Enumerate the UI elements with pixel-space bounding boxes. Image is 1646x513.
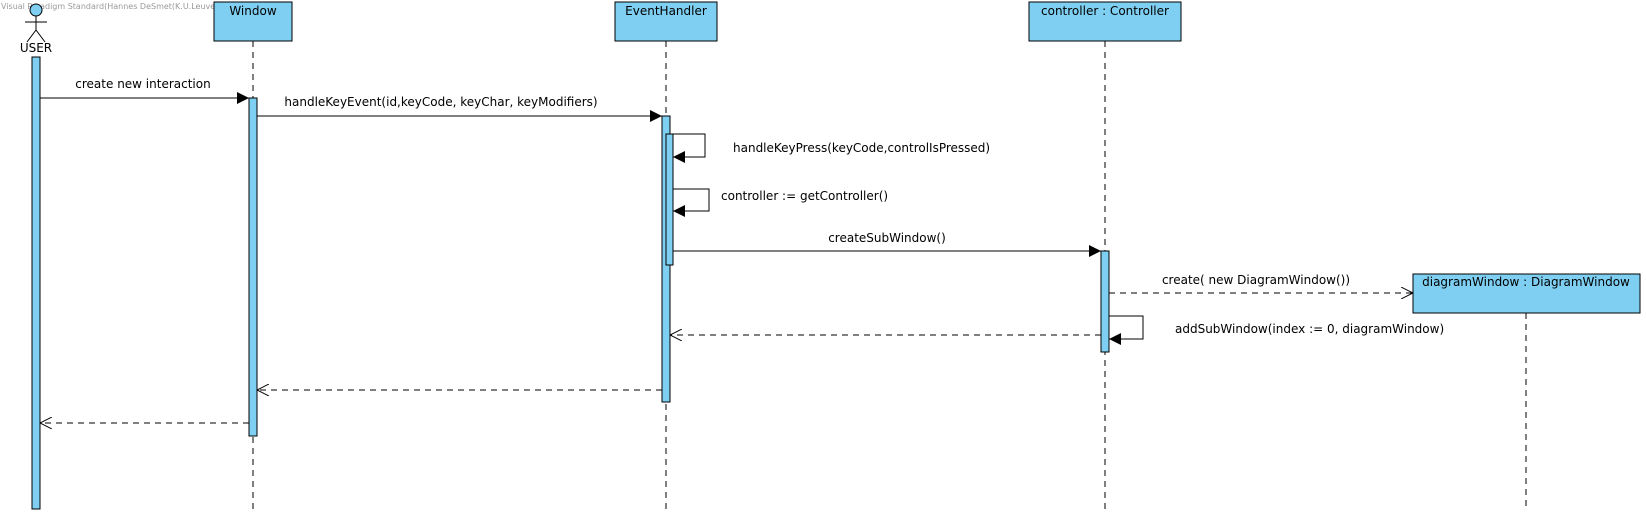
controller-activation-bar bbox=[1100, 250, 1110, 353]
lifeline-controller-label: controller : Controller bbox=[1041, 4, 1169, 18]
message-add-sub-window[interactable]: addSubWindow(index := 0, diagramWindow) bbox=[1109, 315, 1444, 345]
message-label: create new interaction bbox=[75, 77, 210, 91]
lifeline-eventhandler-label: EventHandler bbox=[625, 4, 707, 18]
lifeline-controller[interactable]: controller : Controller bbox=[1028, 1, 1182, 510]
message-create-new-interaction[interactable]: create new interaction bbox=[40, 77, 249, 104]
lifeline-controller-header bbox=[1028, 1, 1182, 42]
lifeline-window-header bbox=[213, 1, 293, 42]
message-label: handleKeyEvent(id,keyCode, keyChar, keyM… bbox=[284, 95, 597, 109]
stick-figure-icon bbox=[25, 3, 47, 43]
message-label: create( new DiagramWindow()) bbox=[1162, 273, 1350, 287]
watermark-text: Visual Paradigm Standard(Hannes DeSmet(K… bbox=[1, 2, 227, 11]
message-label: controller := getController() bbox=[721, 189, 888, 203]
self-message-arrow bbox=[673, 188, 710, 217]
message-create-diagram-window[interactable]: create( new DiagramWindow()) bbox=[1109, 273, 1413, 293]
user-activation-bar bbox=[31, 56, 41, 510]
self-message-arrow bbox=[1109, 315, 1144, 345]
message-label: createSubWindow() bbox=[828, 231, 946, 245]
message-create-sub-window[interactable]: createSubWindow() bbox=[673, 231, 1101, 257]
lifeline-diagramwindow-header bbox=[1412, 273, 1641, 314]
self-message-arrow bbox=[673, 133, 706, 163]
eventhandler-nested-activation-bar bbox=[665, 133, 674, 266]
actor-user-label: USER bbox=[20, 41, 52, 55]
actor-user[interactable]: USER bbox=[20, 3, 52, 55]
message-label: addSubWindow(index := 0, diagramWindow) bbox=[1175, 322, 1444, 336]
lifeline-eventhandler[interactable]: EventHandler bbox=[614, 1, 718, 510]
message-label: handleKeyPress(keyCode,controlIsPressed) bbox=[733, 141, 990, 155]
lifeline-diagramwindow[interactable]: diagramWindow : DiagramWindow bbox=[1412, 273, 1641, 510]
message-get-controller[interactable]: controller := getController() bbox=[673, 188, 888, 217]
lifeline-eventhandler-header bbox=[614, 1, 718, 42]
lifeline-window-label: Window bbox=[229, 4, 277, 18]
message-handle-key-event[interactable]: handleKeyEvent(id,keyCode, keyChar, keyM… bbox=[257, 95, 662, 122]
message-handle-key-press[interactable]: handleKeyPress(keyCode,controlIsPressed) bbox=[673, 133, 990, 163]
lifeline-diagramwindow-label: diagramWindow : DiagramWindow bbox=[1422, 275, 1630, 289]
window-activation-bar bbox=[248, 97, 258, 437]
